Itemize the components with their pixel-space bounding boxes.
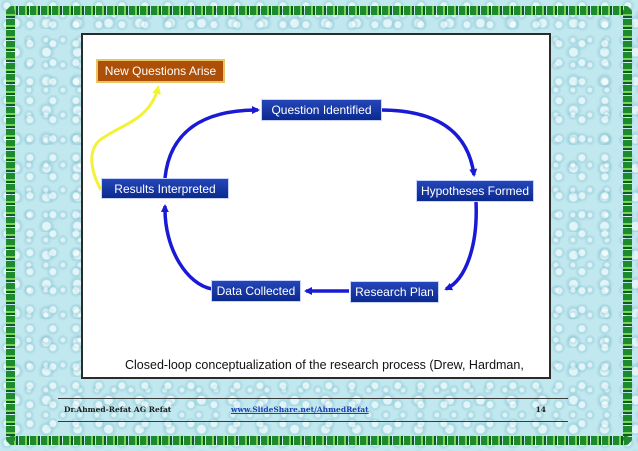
footer-link[interactable]: www.SlideShare.net/AhmedRefat <box>231 405 369 414</box>
data-collected-box: Data Collected <box>211 280 301 302</box>
arrow-data-to-results <box>160 204 213 291</box>
left-chain-border <box>6 8 15 443</box>
new-questions-box: New Questions Arise <box>96 59 225 83</box>
bottom-chain-border <box>8 436 630 445</box>
top-chain-border <box>8 6 630 15</box>
footer-author: Dr.Ahmed-Refat AG Refat <box>64 405 172 414</box>
research-plan-box: Research Plan <box>350 281 439 303</box>
hypotheses-formed-box: Hypotheses Formed <box>416 180 534 202</box>
diagram-frame <box>81 33 551 379</box>
page-number: 14 <box>535 405 546 414</box>
results-interpreted-box: Results Interpreted <box>101 178 229 199</box>
question-identified-box: Question Identified <box>261 99 382 121</box>
arrow-results-to-new-questions <box>90 85 161 191</box>
right-chain-border <box>623 8 632 443</box>
arrow-question-to-hypotheses <box>379 108 478 177</box>
diagram-caption: Closed-loop conceptualization of the res… <box>125 358 524 372</box>
page-footer: Dr.Ahmed-Refat AG Refat www.SlideShare.n… <box>58 398 568 422</box>
arrow-results-to-question <box>163 106 260 179</box>
arrow-hypotheses-to-plan <box>444 201 478 291</box>
